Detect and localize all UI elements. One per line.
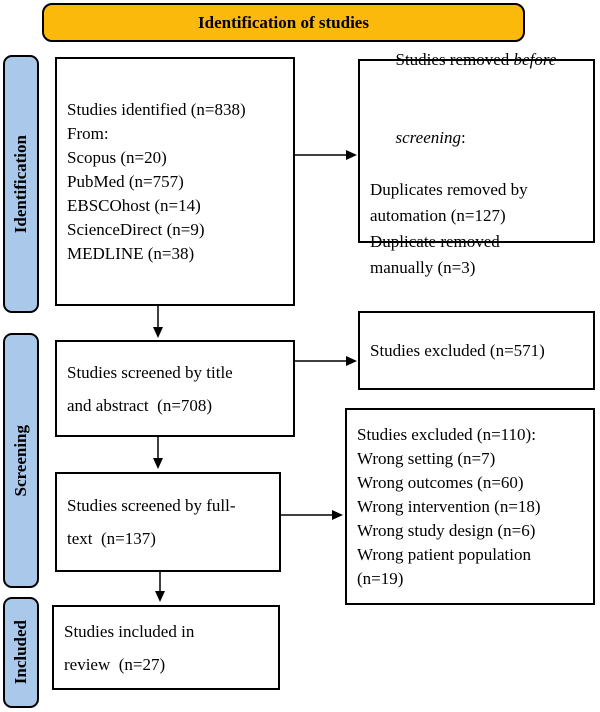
stage-label-identification: Identification [3, 55, 39, 313]
box-line: Wrong setting (n=7) [357, 448, 496, 468]
arrow-title-screen-to-fulltext [153, 437, 163, 469]
box-line: ScienceDirect (n=9) [67, 219, 205, 239]
box-line-text-italic: before [513, 50, 557, 69]
box-line: (n=19) [357, 568, 404, 588]
box-line: review (n=27) [64, 654, 166, 674]
box-screened-title-abstract: Studies screened by title and abstract (… [55, 340, 295, 437]
box-line: and abstract (n=708) [67, 395, 213, 415]
arrow-fulltext-to-excluded [280, 510, 343, 520]
stage-label-identification-text: Identification [11, 134, 30, 234]
arrow-title-screen-to-excluded [294, 356, 357, 366]
box-line: Wrong intervention (n=18) [357, 496, 541, 516]
box-line: EBSCOhost (n=14) [67, 195, 201, 215]
stage-label-included-text: Included [11, 620, 30, 685]
box-line: Wrong study design (n=6) [357, 520, 536, 540]
box-line: Studies screened by full- [67, 496, 236, 515]
box-line: Studies excluded (n=110): [357, 424, 536, 444]
box-studies-excluded-110: Studies excluded (n=110): Wrong setting … [345, 408, 595, 605]
box-line: Wrong patient population [357, 544, 532, 564]
box-studies-included-review: Studies included in review (n=27) [52, 605, 280, 690]
stage-label-screening-text: Screening [11, 424, 30, 497]
box-line: Studies identified (n=838) [67, 99, 246, 119]
box-line: Scopus (n=20) [67, 147, 167, 167]
box-studies-excluded-571: Studies excluded (n=571) [358, 311, 595, 390]
box-line: Studies included in [64, 621, 195, 641]
box-line-text: Studies removed [395, 50, 514, 69]
stage-label-screening: Screening [3, 333, 39, 588]
arrow-identified-to-removed [294, 150, 357, 160]
box-line: PubMed (n=757) [67, 171, 184, 191]
box-studies-removed-before-screening: Studies removed before screening: Duplic… [358, 50, 595, 277]
arrow-identified-to-title-screen [153, 306, 163, 338]
box-line: text (n=137) [67, 529, 156, 548]
box-line: From: [67, 123, 109, 143]
box-line: MEDLINE (n=38) [67, 243, 195, 263]
box-line: screening: [370, 99, 583, 177]
box-studies-identified: Studies identified (n=838) From: Scopus … [55, 57, 295, 306]
box-line: Duplicates removed by [370, 180, 528, 199]
box-screened-fulltext: Studies screened by full- text (n=137) [55, 472, 281, 572]
box-line: manually (n=3) [370, 258, 476, 277]
box-line-text-italic: screening [395, 128, 461, 147]
box-line: Studies excluded (n=571) [370, 340, 545, 360]
stage-label-included: Included [3, 597, 39, 708]
box-line: Studies screened by title [67, 362, 233, 382]
box-line: Wrong outcomes (n=60) [357, 472, 524, 492]
arrow-fulltext-to-included [155, 572, 165, 602]
banner-title: Identification of studies [42, 3, 525, 42]
box-line: automation (n=127) [370, 206, 506, 225]
box-line: Duplicate removed [370, 232, 500, 251]
box-line: Studies removed before [370, 21, 583, 99]
box-line-text: : [460, 128, 466, 147]
